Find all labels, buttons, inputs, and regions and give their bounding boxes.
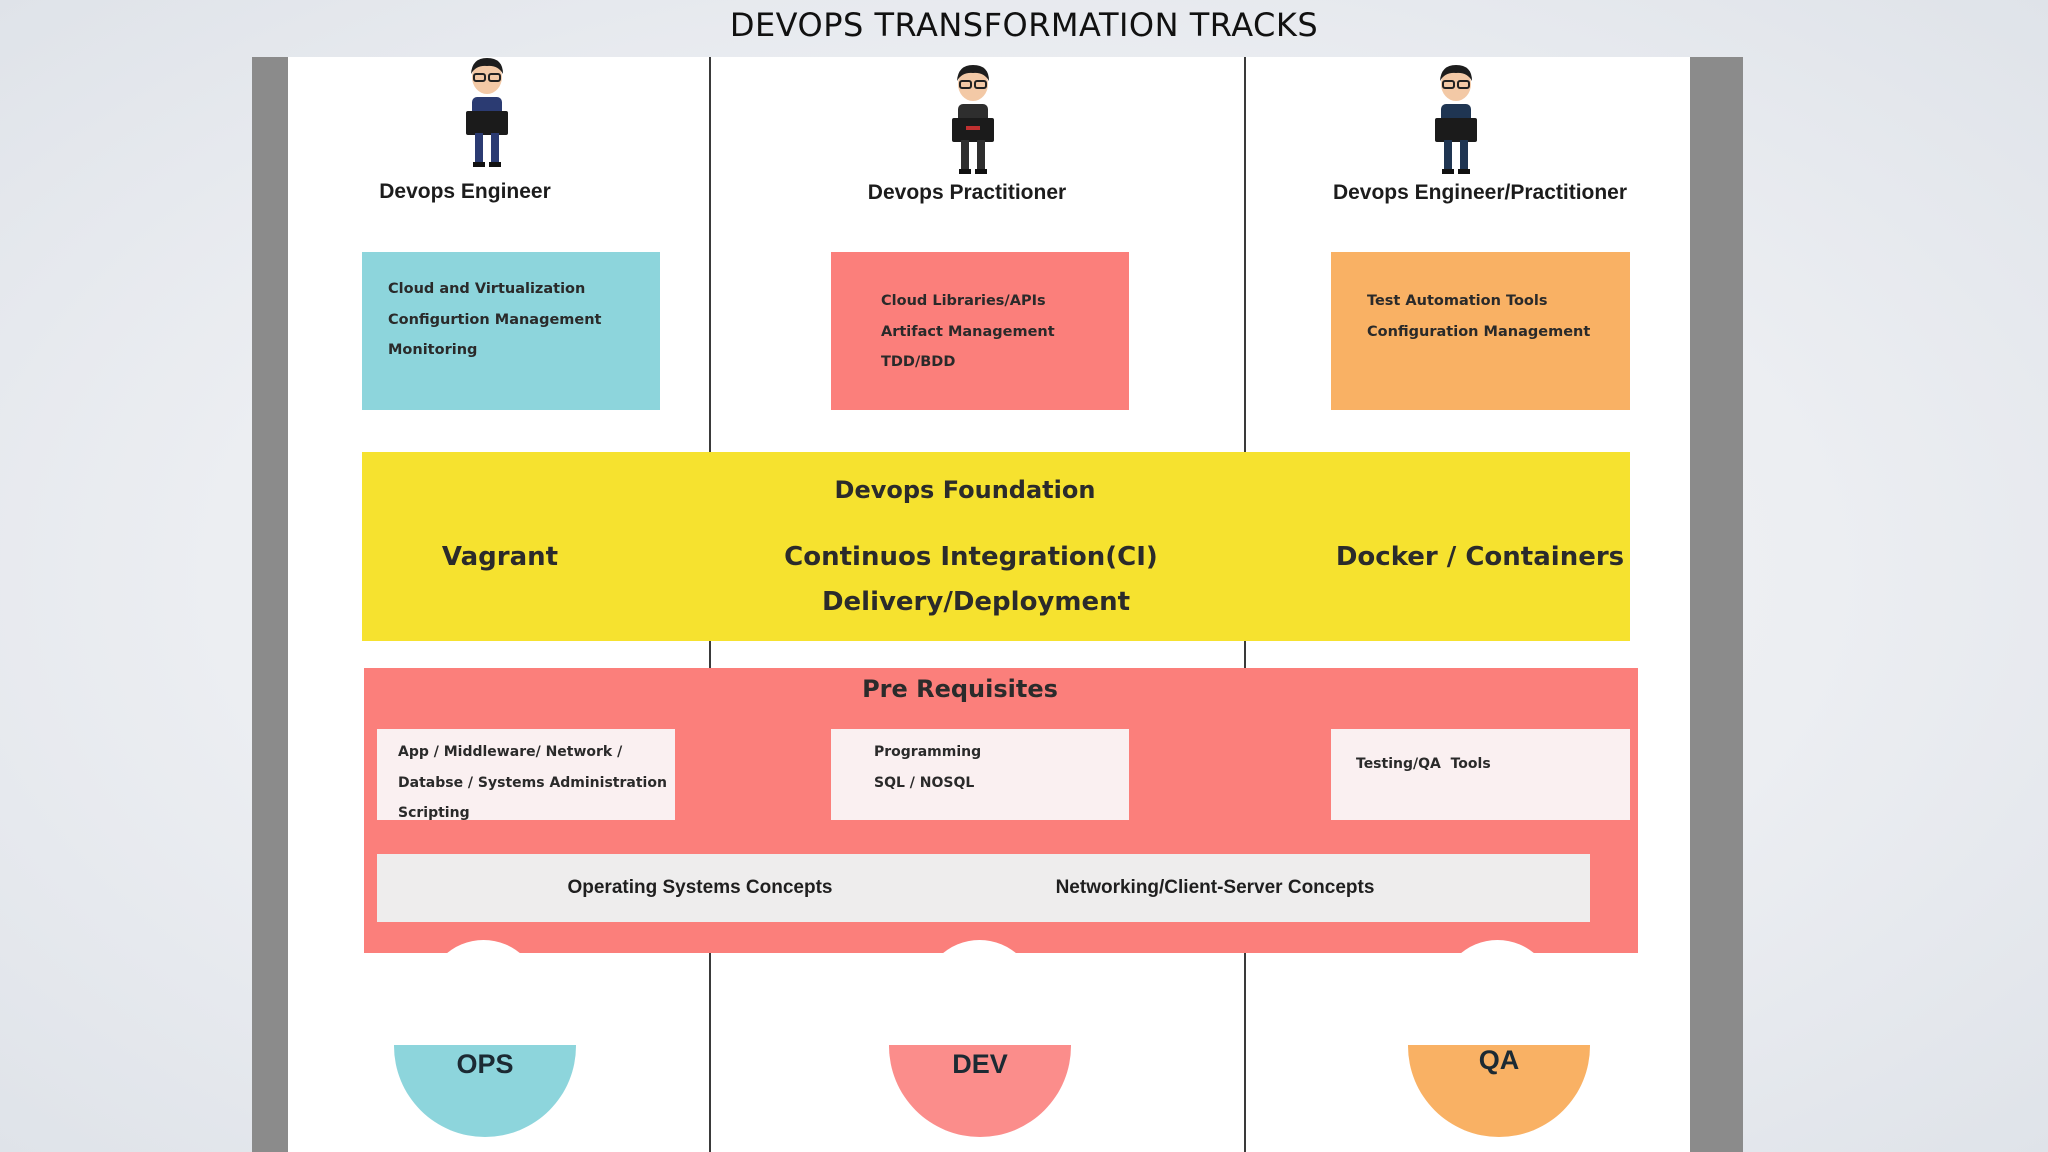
skill-box-qa: Test Automation Tools Configuration Mana… xyxy=(1331,252,1630,410)
prereq-item: Testing/QA Tools xyxy=(1356,756,1491,772)
foundation-center-item: Delivery/Deployment xyxy=(821,587,1131,617)
concept-label: Operating Systems Concepts xyxy=(567,877,833,898)
skill-item: Monitoring xyxy=(388,342,478,358)
prereq-box-ops: App / Middleware/ Network / Databse / Sy… xyxy=(377,729,675,821)
skill-box-dev: Cloud Libraries/APIs Artifact Management… xyxy=(831,252,1129,410)
track-label: DEV xyxy=(952,1049,1008,1079)
prereq-item: App / Middleware/ Network / xyxy=(398,744,623,760)
developer-avatar-icon xyxy=(1435,65,1477,174)
persona-label: Devops Engineer/Practitioner xyxy=(1332,181,1628,204)
persona-label: Devops Practitioner xyxy=(867,181,1067,204)
prereq-item: Programming xyxy=(874,744,982,760)
skill-item: Cloud Libraries/APIs xyxy=(881,293,1046,309)
developer-avatar-icon xyxy=(952,65,994,174)
prereq-item: SQL / NOSQL xyxy=(874,774,975,791)
developer-avatar-icon xyxy=(466,58,508,167)
devops-foundation-band xyxy=(362,452,1630,641)
skill-item: Artifact Management xyxy=(881,323,1055,340)
prerequisites-title: Pre Requisites xyxy=(862,675,1058,703)
left-gray-border xyxy=(252,57,288,1152)
skill-box-ops: Cloud and Virtualization Configurtion Ma… xyxy=(362,252,660,410)
skill-item: TDD/BDD xyxy=(881,354,956,370)
track-label: QA xyxy=(1478,1045,1520,1075)
right-gray-border xyxy=(1690,57,1743,1152)
concepts-strip xyxy=(377,854,1590,922)
skill-item: Configurtion Management xyxy=(388,311,602,328)
prereq-item: Databse / Systems Administration xyxy=(398,774,667,791)
page-title: DEVOPS TRANSFORMATION TRACKS xyxy=(729,6,1319,44)
foundation-left-item: Vagrant xyxy=(441,542,559,572)
track-label: OPS xyxy=(456,1049,514,1079)
foundation-title: Devops Foundation xyxy=(834,476,1096,504)
foundation-center-item: Continuos Integration(CI) xyxy=(784,542,1158,572)
concept-label: Networking/Client-Server Concepts xyxy=(1055,877,1375,898)
skill-item: Test Automation Tools xyxy=(1367,293,1548,309)
prereq-item: Scripting xyxy=(398,805,470,821)
prereq-box-qa: Testing/QA Tools xyxy=(1331,729,1630,820)
skill-item: Cloud and Virtualization xyxy=(388,281,586,297)
foundation-right-item: Docker / Containers xyxy=(1335,542,1625,572)
prereq-box-dev: Programming SQL / NOSQL xyxy=(831,729,1129,820)
persona-label: Devops Engineer xyxy=(379,180,551,203)
skill-item: Configuration Management xyxy=(1367,323,1591,340)
